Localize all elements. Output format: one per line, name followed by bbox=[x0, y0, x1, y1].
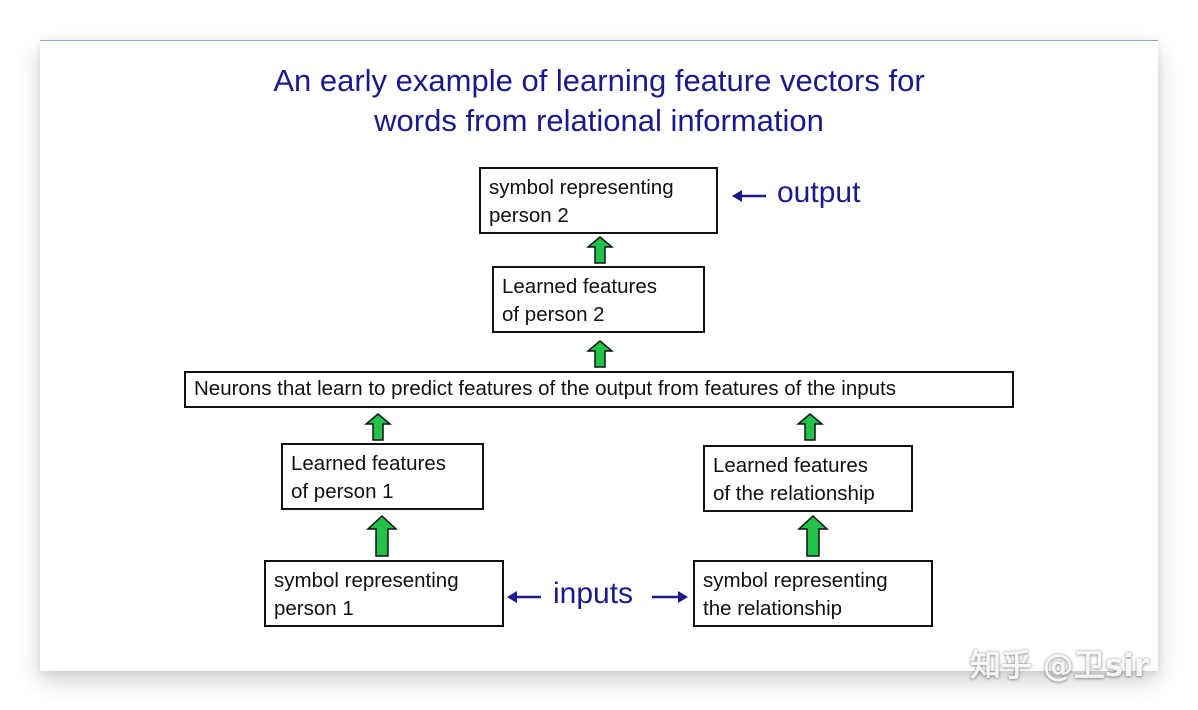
input-relationship-line-1: symbol representing bbox=[703, 569, 888, 592]
up-arrow-from-features-person-1 bbox=[364, 413, 392, 441]
inputs-right-pointer-arrow bbox=[652, 591, 688, 603]
inputs-label: inputs bbox=[553, 577, 634, 610]
output-pointer-arrow bbox=[732, 190, 766, 202]
up-arrow-from-features-relationship bbox=[796, 413, 824, 441]
title-line-2: words from relational information bbox=[374, 103, 824, 138]
input-relationship-line-2: the relationship bbox=[703, 597, 843, 620]
watermark: 知乎 @卫sir bbox=[970, 648, 1150, 684]
input-person-1-box: symbol representing person 1 bbox=[264, 560, 504, 627]
input-person-1-line-1: symbol representing bbox=[274, 569, 459, 592]
up-arrow-from-input-person-1 bbox=[366, 515, 398, 557]
output-symbol-line-1: symbol representing bbox=[489, 176, 674, 199]
up-arrow-to-features-person-2 bbox=[586, 340, 614, 368]
slide-title: An early example of learning feature vec… bbox=[40, 61, 1158, 141]
neurons-text: Neurons that learn to predict features o… bbox=[194, 377, 896, 400]
output-label: output bbox=[777, 176, 861, 209]
input-relationship-box: symbol representing the relationship bbox=[693, 560, 933, 627]
features-person-1-box: Learned features of person 1 bbox=[281, 443, 484, 510]
neurons-box: Neurons that learn to predict features o… bbox=[184, 371, 1014, 408]
up-arrow-to-output bbox=[586, 236, 614, 264]
features-person-1-line-1: Learned features bbox=[291, 452, 447, 475]
up-arrow-from-input-relationship bbox=[797, 515, 829, 557]
features-person-1-line-2: of person 1 bbox=[291, 480, 394, 503]
features-relationship-line-2: of the relationship bbox=[713, 482, 875, 505]
output-symbol-box: symbol representing person 2 bbox=[479, 167, 718, 234]
features-person-2-line-1: Learned features bbox=[502, 275, 658, 298]
output-symbol-line-2: person 2 bbox=[489, 204, 569, 227]
input-person-1-line-2: person 1 bbox=[274, 597, 354, 620]
features-relationship-line-1: Learned features bbox=[713, 454, 869, 477]
features-person-2-box: Learned features of person 2 bbox=[492, 266, 705, 333]
features-relationship-box: Learned features of the relationship bbox=[703, 445, 913, 512]
features-person-2-line-2: of person 2 bbox=[502, 303, 605, 326]
inputs-left-pointer-arrow bbox=[507, 591, 541, 603]
title-line-1: An early example of learning feature vec… bbox=[273, 63, 925, 98]
